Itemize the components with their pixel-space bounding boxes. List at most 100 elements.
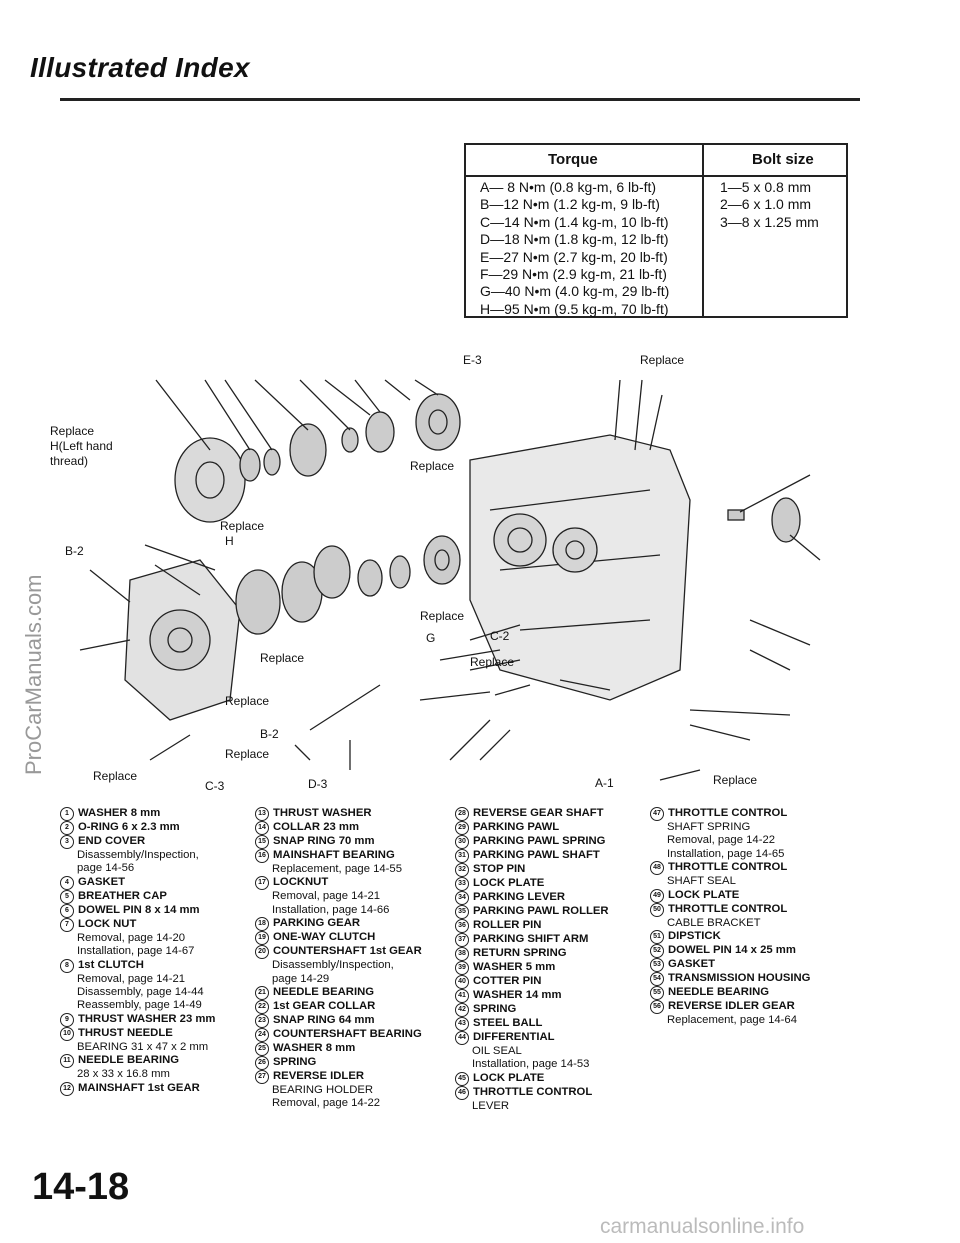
label-g: G (426, 631, 435, 645)
label-replace-1: Replace (93, 769, 137, 783)
legend-part-name: DOWEL PIN 14 x 25 mm (668, 944, 796, 957)
legend-number: 7 (60, 917, 74, 932)
label-h: H (225, 534, 234, 548)
torque-row: A— 8 N•m (0.8 kg-m, 6 lb-ft) (480, 179, 657, 195)
legend-part-name: COTTER PIN (473, 975, 542, 987)
legend-part-name: DIFFERENTIAL (473, 1031, 555, 1043)
legend-part-name: MAINSHAFT 1st GEAR (78, 1081, 200, 1094)
torque-row: B—12 N•m (1.2 kg-m, 9 lb-ft) (480, 196, 660, 213)
legend-number: 40 (455, 975, 469, 989)
legend-number: 46 (455, 1085, 469, 1100)
torque-row: C—14 N•m (1.4 kg-m, 10 lb-ft) (480, 213, 669, 230)
legend-part-name: SNAP RING 64 mm (273, 1014, 375, 1027)
legend-subtext: CABLE BRACKET (667, 916, 761, 929)
label-replace-53: Replace (640, 353, 684, 367)
legend-part-name: THROTTLE CONTROL (668, 807, 788, 819)
legend-number: 11 (60, 1054, 74, 1069)
legend-part-name: REVERSE GEAR SHAFT (473, 807, 604, 819)
legend-part-name: PARKING PAWL ROLLER (473, 905, 609, 917)
label-replace-17: Replace (220, 519, 264, 533)
label-c2: C-2 (490, 629, 510, 643)
legend-number: 37 (455, 933, 469, 947)
legend-part-name: THROTTLE CONTROL (668, 861, 788, 874)
legend-part-name: PARKING SHIFT ARM (473, 933, 589, 945)
legend-part-name: RETURN SPRING (473, 947, 567, 959)
legend-subtext: Disassembly/Inspection, (272, 959, 394, 972)
legend-number: 53 (650, 958, 664, 973)
legend-item: 55 NEEDLE BEARING (650, 986, 810, 1001)
legend-number: 56 (650, 1000, 664, 1015)
legend-part-name: SPRING (473, 1003, 517, 1015)
countershaft-gears (235, 535, 461, 635)
legend-number: 41 (455, 989, 469, 1003)
legend-subtext: Disassembly/Inspection, (77, 849, 199, 861)
legend-part-name: REVERSE IDLER GEAR (668, 1000, 795, 1013)
legend-subtext: 28 x 33 x 16.8 mm (77, 1068, 170, 1081)
label-b2-top: B-2 (65, 544, 84, 558)
legend-number: 35 (455, 905, 469, 919)
torque-list: A— 8 N•m (0.8 kg-m, 6 lb-ft) B—12 N•m (1… (480, 179, 669, 318)
legend-number: 1 (60, 807, 74, 821)
side-watermark-text: ProCarManuals.com (22, 574, 46, 775)
label-thread: thread) (50, 454, 88, 468)
label-replace-44: Replace (410, 459, 454, 473)
page-title: Illustrated Index (30, 52, 250, 83)
legend-number: 44 (455, 1031, 469, 1045)
legend-subtext: Removal, page 14-20 (77, 931, 186, 944)
exploded-diagram: Replace H(Left hand thread) B-2 Replace … (50, 353, 821, 793)
legend-part-name: STOP PIN (473, 863, 526, 875)
legend-number: 45 (455, 1071, 469, 1086)
legend-item: 35 PARKING PAWL ROLLER (455, 905, 609, 919)
legend-subtext: Removal, page 14-21 (272, 890, 381, 903)
legend-part-name: NEEDLE BEARING (668, 986, 770, 999)
legend-part-name: WASHER 5 mm (473, 961, 556, 973)
legend-number: 50 (650, 902, 664, 917)
first-clutch (174, 437, 246, 523)
legend-number: 23 (255, 1014, 269, 1029)
legend-part-name: COLLAR 23 mm (273, 821, 359, 833)
legend-part-name: END COVER (78, 835, 146, 847)
legend-subtext: LEVER (472, 1099, 510, 1112)
bolt-row: 3—8 x 1.25 mm (720, 213, 819, 230)
legend-part-name: ONE-WAY CLUTCH (273, 931, 376, 944)
label-replace-41: Replace (420, 609, 464, 623)
legend-number: 31 (455, 849, 469, 863)
label-h-left-hand: H(Left hand (50, 439, 113, 453)
legend-part-name: REVERSE IDLER (273, 1070, 365, 1083)
legend-subtext: Replacement, page 14-55 (272, 863, 403, 875)
legend-part-name: LOCK PLATE (473, 1071, 545, 1084)
label-replace-33: Replace (470, 655, 514, 669)
legend-part-name: NEEDLE BEARING (273, 986, 375, 999)
legend-number: 55 (650, 986, 664, 1001)
legend-subtext: Installation, page 14-65 (667, 847, 785, 860)
legend-number: 49 (650, 888, 664, 903)
